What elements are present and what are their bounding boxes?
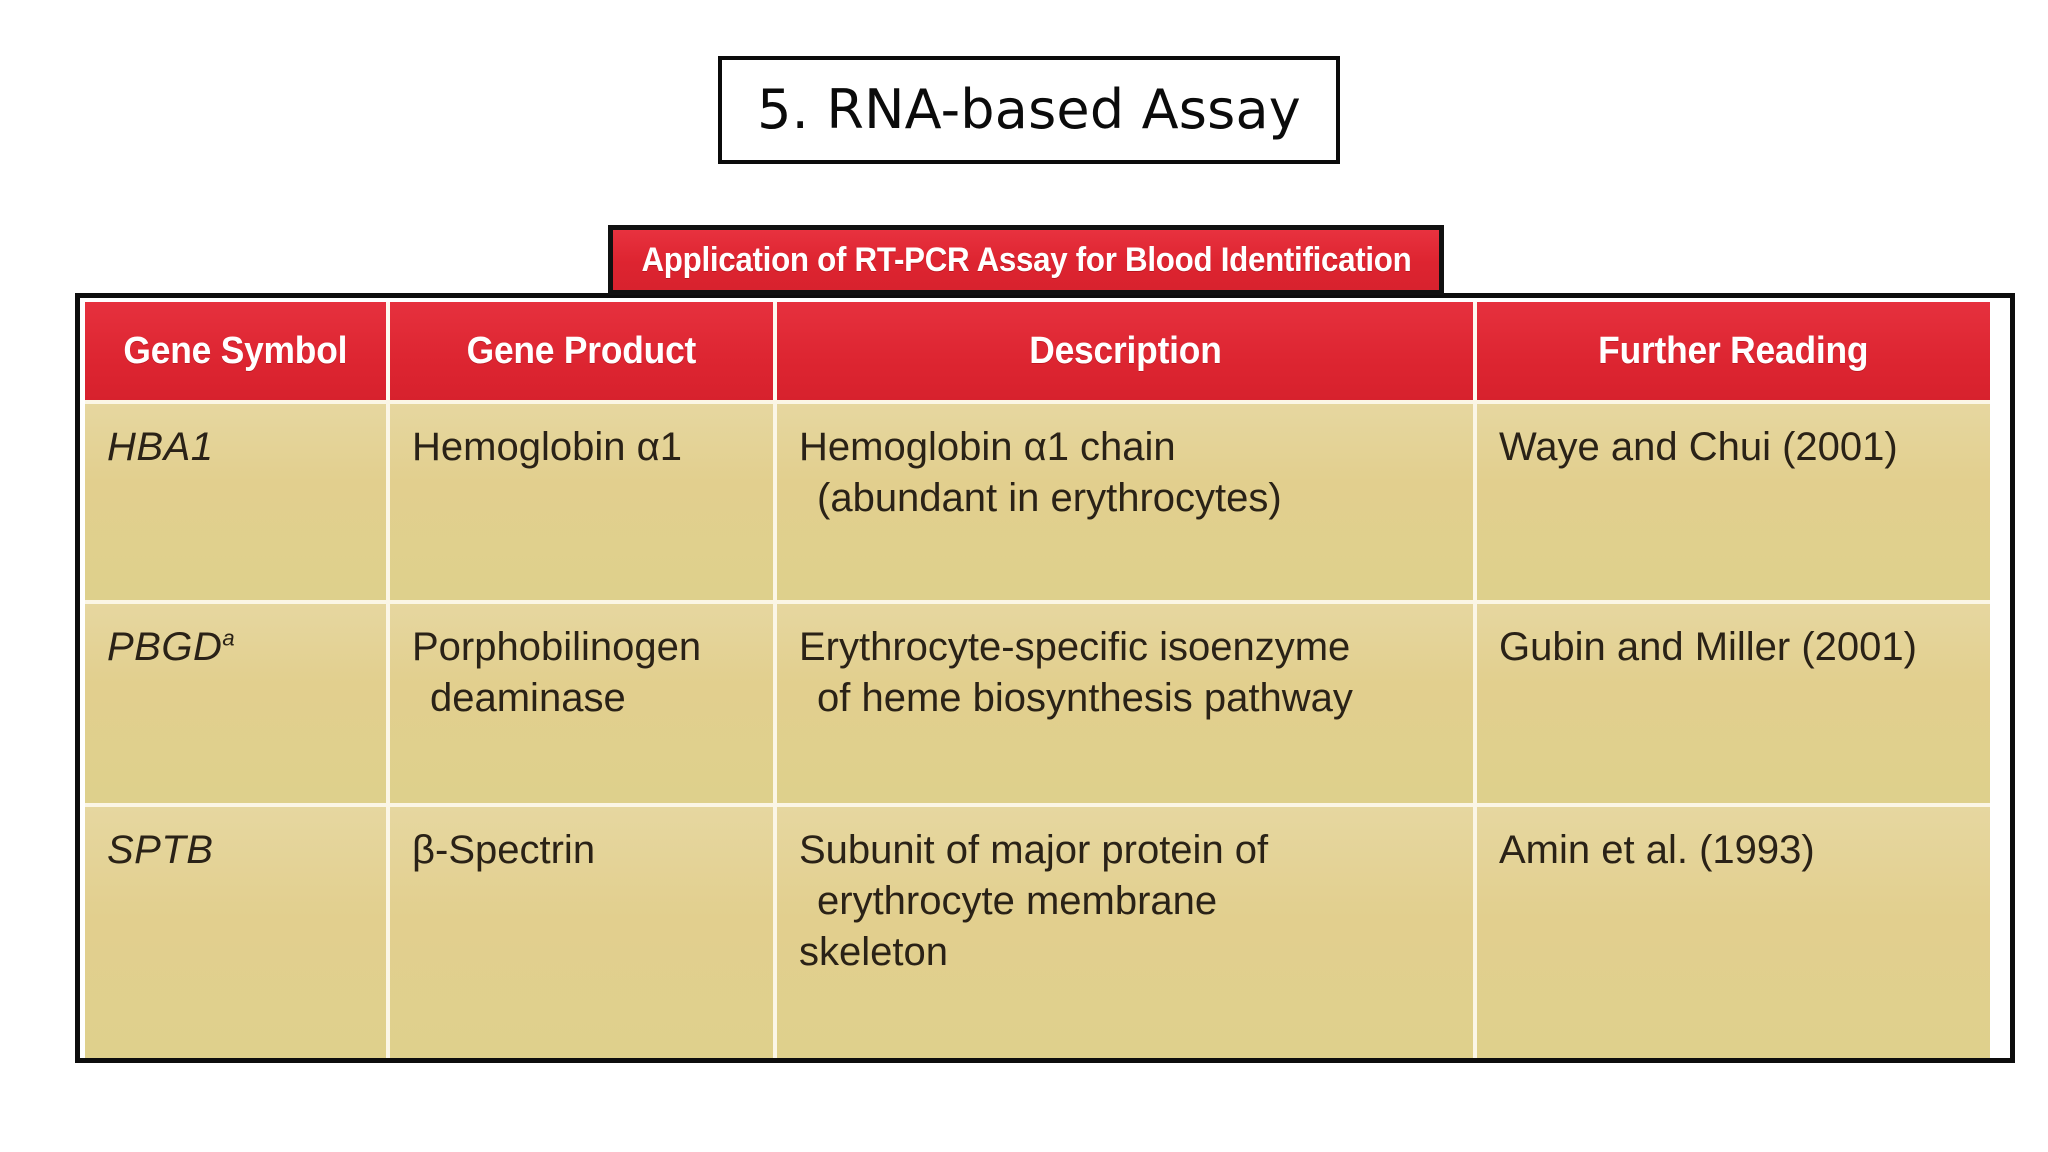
description-line-3: skeleton bbox=[799, 930, 948, 975]
further-reading-value: Waye and Chui (2001) bbox=[1499, 425, 1898, 469]
column-header-gene-symbol-label: Gene Symbol bbox=[123, 329, 348, 372]
table-header-row: Gene Symbol Gene Product Description Fur… bbox=[85, 302, 1990, 404]
description-line-2: (abundant in erythrocytes) bbox=[817, 476, 1282, 521]
description-line-1: Erythrocyte-specific isoenzyme bbox=[799, 625, 1351, 669]
rt-pcr-assay-table: Gene Symbol Gene Product Description Fur… bbox=[85, 302, 1990, 1058]
cell-gene-product: Hemoglobin α1 bbox=[388, 402, 777, 604]
page-title: 5. RNA-based Assay bbox=[757, 78, 1301, 141]
description-line-2: erythrocyte membrane bbox=[817, 879, 1218, 924]
column-header-further-reading: Further Reading bbox=[1475, 302, 1990, 404]
table-row: HBA1 Hemoglobin α1 Hemoglobin α1 chain (… bbox=[85, 402, 1990, 604]
gene-product-line-1: Porphobilinogen bbox=[412, 625, 702, 669]
cell-gene-symbol: PBGDa bbox=[85, 602, 390, 807]
figure-caption-text: Application of RT-PCR Assay for Blood Id… bbox=[641, 240, 1412, 279]
figure-caption-banner: Application of RT-PCR Assay for Blood Id… bbox=[608, 225, 1444, 295]
column-header-further-reading-label: Further Reading bbox=[1598, 329, 1869, 372]
gene-symbol-value: PBGD bbox=[107, 625, 223, 669]
slide-title-box: 5. RNA-based Assay bbox=[718, 56, 1340, 164]
column-header-description-label: Description bbox=[1028, 329, 1222, 372]
description-line-1: Subunit of major protein of bbox=[799, 828, 1269, 872]
cell-description: Subunit of major protein of erythrocyte … bbox=[775, 805, 1477, 1058]
column-header-gene-product-label: Gene Product bbox=[466, 329, 697, 372]
cell-gene-symbol: HBA1 bbox=[85, 402, 390, 604]
cell-gene-product: Porphobilinogen deaminase bbox=[388, 602, 777, 807]
column-header-gene-product: Gene Product bbox=[388, 302, 777, 404]
assay-figure: Application of RT-PCR Assay for Blood Id… bbox=[75, 225, 2015, 1063]
cell-gene-symbol: SPTB bbox=[85, 805, 390, 1058]
gene-symbol-value: SPTB bbox=[107, 828, 214, 872]
description-line-2: of heme biosynthesis pathway bbox=[817, 676, 1353, 721]
table-row: PBGDa Porphobilinogen deaminase Erythroc… bbox=[85, 602, 1990, 807]
cell-gene-product: β-Spectrin bbox=[388, 805, 777, 1058]
further-reading-value: Gubin and Miller (2001) bbox=[1499, 625, 1917, 669]
column-header-description: Description bbox=[775, 302, 1477, 404]
cell-further-reading: Gubin and Miller (2001) bbox=[1475, 602, 1990, 807]
further-reading-value: Amin et al. (1993) bbox=[1499, 828, 1815, 872]
cell-description: Hemoglobin α1 chain (abundant in erythro… bbox=[775, 402, 1477, 604]
cell-further-reading: Waye and Chui (2001) bbox=[1475, 402, 1990, 604]
table-row: SPTB β-Spectrin Subunit of major protein… bbox=[85, 805, 1990, 1058]
gene-product-value: β-Spectrin bbox=[412, 828, 596, 872]
description-line-1: Hemoglobin α1 chain bbox=[799, 425, 1176, 469]
gene-symbol-value: HBA1 bbox=[107, 425, 214, 469]
gene-product-value: Hemoglobin α1 bbox=[412, 425, 682, 469]
column-header-gene-symbol: Gene Symbol bbox=[85, 302, 390, 404]
footnote-marker: a bbox=[222, 625, 235, 651]
table-frame: Gene Symbol Gene Product Description Fur… bbox=[75, 293, 2015, 1063]
gene-product-line-2: deaminase bbox=[430, 676, 626, 721]
cell-further-reading: Amin et al. (1993) bbox=[1475, 805, 1990, 1058]
cell-description: Erythrocyte-specific isoenzyme of heme b… bbox=[775, 602, 1477, 807]
